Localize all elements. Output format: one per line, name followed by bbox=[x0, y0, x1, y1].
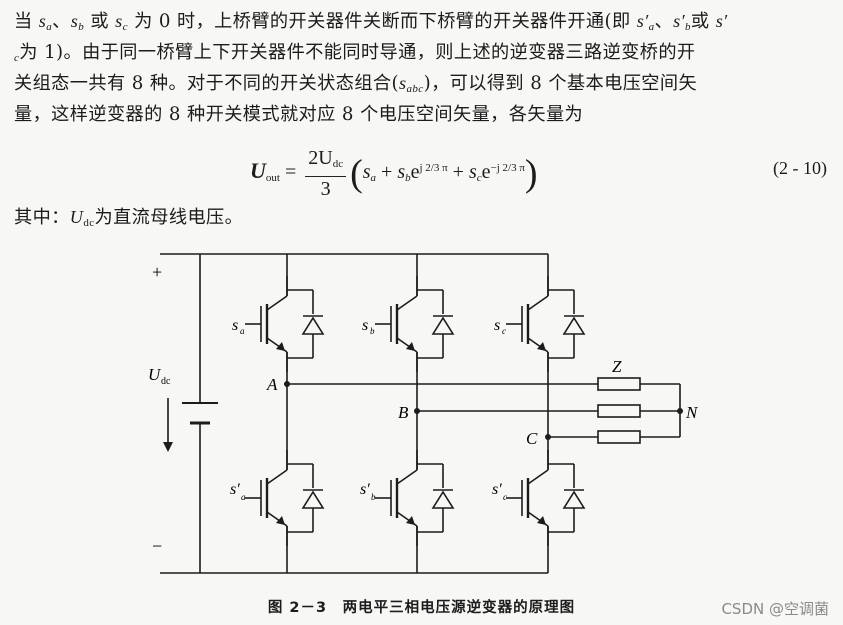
watermark: CSDN @空调菌 bbox=[721, 600, 829, 618]
var-sabc: s bbox=[399, 73, 407, 93]
paren-left: ( bbox=[350, 152, 363, 195]
plus-label: + bbox=[152, 262, 162, 282]
paragraph-line-1: 当 sa、sb 或 sc 为 0 时，上桥臂的开关器件关断而下桥臂的开关器件开通… bbox=[14, 6, 832, 37]
junction-dots bbox=[284, 381, 683, 440]
eq-sc-sub: c bbox=[476, 172, 482, 185]
var-spa: s′ bbox=[636, 11, 649, 31]
junction-b bbox=[414, 408, 420, 414]
eq-sa-sub: a bbox=[370, 172, 377, 185]
eq-exp1: j 2/3 π bbox=[419, 162, 448, 175]
frac-numerator: 2Udc bbox=[305, 146, 347, 177]
var-sb: s bbox=[70, 11, 79, 31]
eq-sb-sub: b bbox=[405, 172, 411, 185]
resistor-c bbox=[597, 430, 641, 444]
sub-abc: abc bbox=[406, 83, 424, 95]
intro-paragraph: 当 sa、sb 或 sc 为 0 时，上桥臂的开关器件关断而下桥臂的开关器件开通… bbox=[14, 6, 832, 130]
paragraph-line-2: c为 1)。由于同一桥臂上下开关器件不能同时导通，则上述的逆变器三路逆变桥的开 bbox=[14, 37, 832, 68]
plus: + bbox=[447, 161, 469, 184]
node-n-label: N bbox=[685, 403, 699, 422]
switch-spa-sub: a bbox=[241, 492, 246, 502]
where-prefix: 其中： bbox=[14, 207, 70, 228]
eq-sign: = bbox=[279, 161, 302, 184]
figure-caption: 图 2－3 两电平三相电压源逆变器的原理图 bbox=[267, 600, 576, 616]
eq-sa: s bbox=[362, 161, 371, 184]
eq-e: e bbox=[410, 161, 420, 184]
switch-spc-label: s′ bbox=[492, 481, 502, 498]
sep: 、 bbox=[52, 11, 71, 32]
text-span: 为 0 时，上桥臂的开关器件关断而下桥臂的开关器件开通(即 bbox=[127, 11, 637, 32]
igbt-c-upper bbox=[506, 276, 586, 372]
udc-sub-label: dc bbox=[161, 376, 171, 387]
load-z-label: Z bbox=[612, 357, 622, 376]
text-span: 量，这样逆变器的 8 种开关模式就对应 8 个电压空间矢量，各矢量为 bbox=[14, 104, 584, 125]
text-span: 当 bbox=[14, 11, 39, 32]
equation-number: (2 - 10) bbox=[773, 158, 827, 178]
eq-exp2: −j 2/3 π bbox=[490, 162, 525, 175]
eq-sc: s bbox=[468, 161, 477, 184]
node-c-label: C bbox=[526, 429, 538, 448]
sub-b: b bbox=[78, 21, 85, 33]
switch-sb-sub: b bbox=[370, 326, 375, 336]
udc-label: U bbox=[148, 365, 162, 384]
sub-a: a bbox=[46, 21, 53, 33]
text-span: )，可以得到 8 个基本电压空间矢 bbox=[423, 73, 698, 94]
var-spc: s′ bbox=[715, 11, 728, 31]
sub-c: c bbox=[14, 52, 20, 64]
where-line: 其中：Udc为直流母线电压。 bbox=[14, 202, 243, 238]
switch-spb-sub: b bbox=[371, 492, 376, 502]
sub-a: a bbox=[648, 21, 655, 33]
igbt-b-lower bbox=[375, 450, 455, 546]
num-text: 2U bbox=[308, 147, 333, 169]
switch-spc-sub: c bbox=[503, 492, 507, 502]
junction-c bbox=[545, 434, 551, 440]
plus: + bbox=[376, 161, 398, 184]
sep: 、 bbox=[654, 11, 674, 32]
switch-spa-label: s′ bbox=[230, 481, 240, 498]
eq-e: e bbox=[481, 161, 491, 184]
switch-sb-label: s bbox=[362, 317, 368, 334]
eq-lhs-sub: out bbox=[265, 172, 280, 185]
var-sc: s bbox=[115, 11, 123, 31]
frac-denominator: 3 bbox=[320, 178, 331, 200]
sub-b: b bbox=[685, 21, 691, 33]
node-b-label: B bbox=[398, 403, 409, 422]
resistor-a bbox=[597, 377, 641, 391]
junction-n bbox=[677, 408, 683, 414]
node-a-label: A bbox=[266, 375, 278, 394]
where-suffix: 为直流母线电压。 bbox=[94, 207, 244, 228]
paragraph-line-3: 关组态一共有 8 种。对于不同的开关状态组合(sabc)，可以得到 8 个基本电… bbox=[14, 68, 832, 99]
paren-right: ) bbox=[524, 152, 538, 195]
inverter-circuit-diagram: + − U dc A B C Z N s a s b s c s′ a s′ b… bbox=[148, 253, 699, 574]
var-spb: s′ bbox=[673, 11, 685, 31]
num-sub: dc bbox=[332, 158, 344, 170]
switch-sc-label: s bbox=[494, 317, 500, 334]
sub-c: c bbox=[122, 21, 128, 33]
where-u-sub: dc bbox=[83, 217, 95, 229]
minus-label: − bbox=[152, 536, 162, 556]
igbt-b-upper bbox=[375, 276, 455, 372]
var-sa: s bbox=[38, 11, 47, 31]
eq-lhs: U bbox=[250, 158, 266, 184]
text-span: 为 1)。由于同一桥臂上下开关器件不能同时导通，则上述的逆变器三路逆变桥的开 bbox=[19, 42, 696, 63]
udc-arrow-head bbox=[163, 442, 173, 452]
junction-a bbox=[284, 381, 290, 387]
text-span: 关组态一共有 8 种。对于不同的开关状态组合( bbox=[14, 73, 399, 94]
switch-sa-label: s bbox=[232, 317, 238, 334]
or-text: 或 bbox=[84, 11, 116, 32]
igbt-a-upper bbox=[245, 276, 325, 372]
resistor-b bbox=[597, 404, 641, 418]
or-text: 或 bbox=[690, 11, 716, 32]
where-u: U bbox=[69, 207, 84, 227]
igbt-c-lower bbox=[506, 450, 586, 546]
eq-sb: s bbox=[397, 161, 406, 184]
switch-sa-sub: a bbox=[240, 326, 245, 336]
igbt-a-lower bbox=[245, 450, 325, 546]
switch-sc-sub: c bbox=[502, 326, 506, 336]
igbt-switches bbox=[245, 276, 586, 546]
switch-spb-label: s′ bbox=[360, 481, 370, 498]
paragraph-line-4: 量，这样逆变器的 8 种开关模式就对应 8 个电压空间矢量，各矢量为 bbox=[14, 99, 832, 130]
